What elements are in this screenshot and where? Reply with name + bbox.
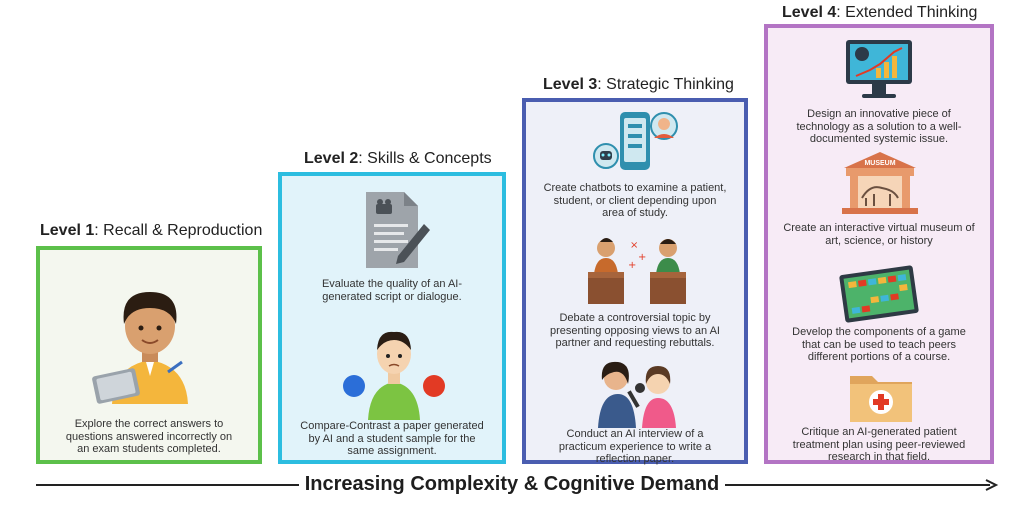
- level-1-box: Explore the correct answers to questions…: [36, 246, 262, 464]
- svg-text:+: +: [638, 252, 646, 263]
- svg-text:+: +: [628, 260, 636, 271]
- axis-label-text: Increasing Complexity & Cognitive Demand: [298, 473, 726, 495]
- level-4-activity-1: Design an innovative piece of technology…: [796, 108, 962, 145]
- level-1-activity-1: Explore the correct answers to questions…: [65, 418, 233, 455]
- interview-icon: [598, 361, 676, 428]
- level-1-label: Level 1: [40, 222, 95, 239]
- level-4-name: : Extended Thinking: [836, 4, 978, 21]
- computer-chart-icon: [846, 40, 912, 98]
- debate-podiums-icon: × + +: [588, 238, 686, 304]
- level-2-activity-2: Compare-Contrast a paper generated by AI…: [300, 420, 484, 457]
- script-document-icon: [366, 192, 430, 268]
- level-3-label: Level 3: [543, 76, 598, 93]
- level-3-box: Create chatbots to examine a patient, st…: [522, 98, 748, 465]
- level-4-activity-2: Create an interactive virtual museum of …: [783, 222, 975, 247]
- level-3-name: : Strategic Thinking: [597, 76, 734, 93]
- level-4-title: Level 4: Extended Thinking: [782, 4, 977, 22]
- axis-label: Increasing Complexity & Cognitive Demand: [0, 473, 1024, 496]
- level-2-title: Level 2: Skills & Concepts: [304, 150, 492, 168]
- level-1-title: Level 1: Recall & Reproduction: [40, 222, 262, 240]
- chatbot-phone-icon: [593, 112, 678, 170]
- level-4-activity-4: Critique an AI-generated patient treatme…: [792, 426, 966, 463]
- level-4-activity-3: Develop the components of a game that ca…: [792, 326, 966, 363]
- level-2-label: Level 2: [304, 150, 359, 167]
- svg-text:×: ×: [630, 240, 638, 251]
- level-3-activity-3: Conduct an AI interview of a practicum e…: [558, 428, 712, 465]
- level-2-name: : Skills & Concepts: [358, 150, 492, 167]
- level-4-box: Design an innovative piece of technology…: [764, 24, 994, 464]
- level-4-label: Level 4: [782, 4, 837, 21]
- level-3-title: Level 3: Strategic Thinking: [543, 76, 734, 94]
- level-2-activity-1: Evaluate the quality of an AI-generated …: [321, 278, 463, 303]
- museum-sign: MUSEUM: [864, 160, 895, 167]
- level-2-box: Evaluate the quality of an AI-generated …: [278, 172, 506, 464]
- medical-folder-icon: [850, 376, 912, 422]
- student-tablet-icon: [92, 292, 188, 404]
- museum-icon: MUSEUM: [842, 152, 918, 214]
- level-3-activity-2: Debate a controversial topic by presenti…: [549, 312, 720, 349]
- board-game-icon: [839, 265, 919, 323]
- level-1-name: : Recall & Reproduction: [94, 222, 263, 239]
- compare-balls-icon: [343, 331, 445, 420]
- level-3-activity-1: Create chatbots to examine a patient, st…: [543, 182, 727, 219]
